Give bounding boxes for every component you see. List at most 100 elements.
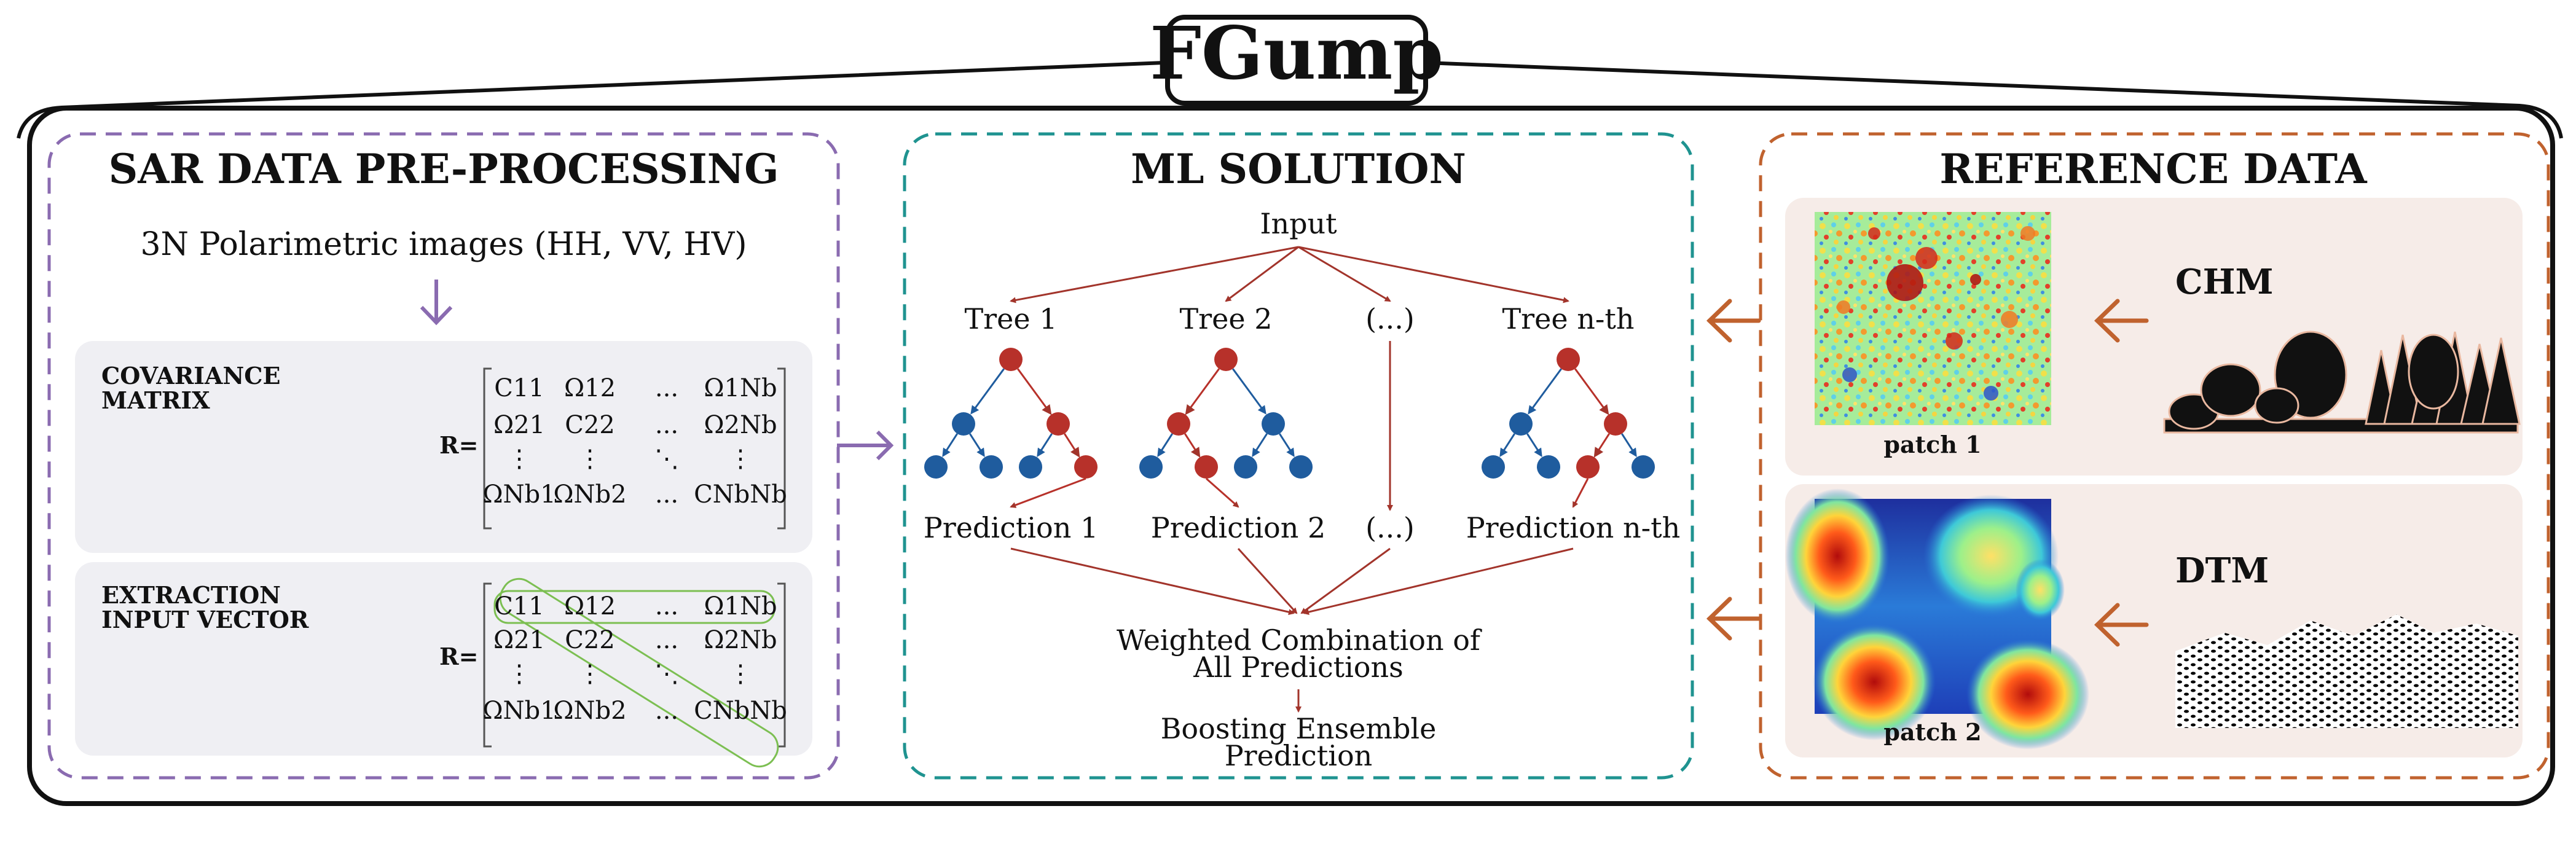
sar-input-text: 3N Polarimetric images (HH, VV, HV) [140,226,747,263]
tree-node [1632,455,1655,479]
tree-edge [1232,368,1266,415]
sar-section-border [47,132,840,780]
matrix-cell: Ω12 [564,592,616,620]
tree-node [1234,455,1257,479]
matrix-cell: ΩNb1 [482,480,556,509]
prediction-label-4: Prediction n-th [1466,511,1681,544]
leaf-to-prediction-arrow [1010,477,1086,508]
covariance-label-line2: MATRIX [101,386,210,414]
chm-label: CHM [2175,262,2273,302]
sar-down-arrow [420,280,453,326]
matrix-cell: Ω1Nb [704,374,777,402]
output-line1: Boosting Ensemble [1161,712,1437,745]
tree-node [1557,348,1580,371]
tree-edge [1017,368,1052,415]
title-group: FGump [17,10,2563,139]
matrix-cell: ΩNb2 [553,697,626,725]
tree-node [952,412,975,436]
matrix-cell: CNbNb [694,697,787,725]
matrix-cell: ... [655,592,678,620]
ref-to-ml-arrows [1706,299,1761,641]
tree-edge [1574,368,1609,415]
tree-node [1482,455,1505,479]
tree-edge [1279,433,1295,458]
sar-to-ml-arrow [837,430,894,461]
terrain-pointcloud-icon [2175,614,2518,728]
leaf-to-prediction-arrow [1206,477,1239,508]
diagram-title: FGump [1150,10,1443,96]
sar-section: SAR DATA PRE-PROCESSING 3N Polarimetric … [47,132,840,780]
sar-section-title: SAR DATA PRE-PROCESSING [109,145,779,193]
matrix-cell: C11 [494,374,544,402]
matrix-cell: Ω12 [564,374,616,402]
tree-edge [1185,368,1220,415]
prediction-label-3: (...) [1365,511,1415,544]
patch2-image [1785,488,2089,750]
title-connector-left [17,61,1165,139]
tree-edge [1184,433,1201,458]
ml-section-title: ML SOLUTION [1131,145,1466,193]
tree-node [1214,348,1238,371]
matrix-cell: Ω2Nb [704,626,777,654]
tree-edge [942,433,958,458]
matrix-cell: C22 [565,411,615,439]
tree-node [1604,412,1627,436]
forest-silhouette-icon [2163,331,2521,434]
covariance-card [75,341,812,553]
matrix-cell: Ω21 [493,411,545,439]
tree-node [1289,455,1313,479]
tree-node [1074,455,1098,479]
matrix2-bracket-left [483,582,492,748]
tree-node [980,455,1003,479]
tree-edge [1499,433,1515,458]
reference-section: REFERENCE DATA patch 1 [1759,132,2550,780]
extraction-label-line2: INPUT VECTOR [101,606,309,633]
covariance-label-line1: COVARIANCE [101,362,280,389]
diagonal-highlight [499,577,779,768]
matrix2-bracket-right [777,582,786,748]
matrix-cell: ... [655,697,678,725]
tree-node [1537,455,1560,479]
prediction-to-combination-arrows [1010,547,1574,616]
tree-node [924,455,948,479]
output-line2: Prediction [1225,739,1373,772]
matrix-cell: ⋮ [728,445,753,473]
prediction-label-2: Prediction 2 [1151,511,1326,544]
ml-section-border [903,132,1694,780]
dtm-to-patch-arrow [2094,603,2149,647]
outer-frame [27,106,2555,806]
tree-edge [1593,433,1610,458]
ref-section-title: REFERENCE DATA [1939,145,2367,193]
tree-node [1576,455,1600,479]
matrix-cell: C11 [494,592,544,620]
matrix-cell: Ω2Nb [704,411,777,439]
matrix-cell: ⋮ [578,445,602,473]
tree-node [1167,412,1190,436]
input-to-tree-arrows [1010,246,1569,303]
extraction-label-line1: EXTRACTION [101,581,281,609]
matrix-cell: ⋮ [507,660,532,688]
matrix-cell: ⋮ [507,445,532,473]
tree-edge [1157,433,1173,458]
upper-row-highlight [493,590,776,624]
title-connector-right [1425,61,2563,139]
tree-label-2: Tree 2 [1179,302,1272,335]
tree-edge [1621,433,1637,458]
matrix-cell: ... [655,411,678,439]
extraction-card [75,562,812,756]
tree-edge [1037,433,1053,458]
matrix-cell: ⋱ [654,660,679,688]
tree-edge [1526,433,1542,458]
matrix-cell: ... [655,480,678,509]
tree-node [1139,455,1163,479]
chm-to-patch-arrow [2094,299,2149,343]
tree-edge [1528,368,1562,415]
title-box [1165,15,1428,106]
matrix-bracket-right [777,367,786,530]
matrix-cell: ⋮ [578,660,602,688]
matrix-cell: ... [655,374,678,402]
matrix-cell: Ω21 [493,626,545,654]
matrix-lhs: R= [439,431,478,459]
